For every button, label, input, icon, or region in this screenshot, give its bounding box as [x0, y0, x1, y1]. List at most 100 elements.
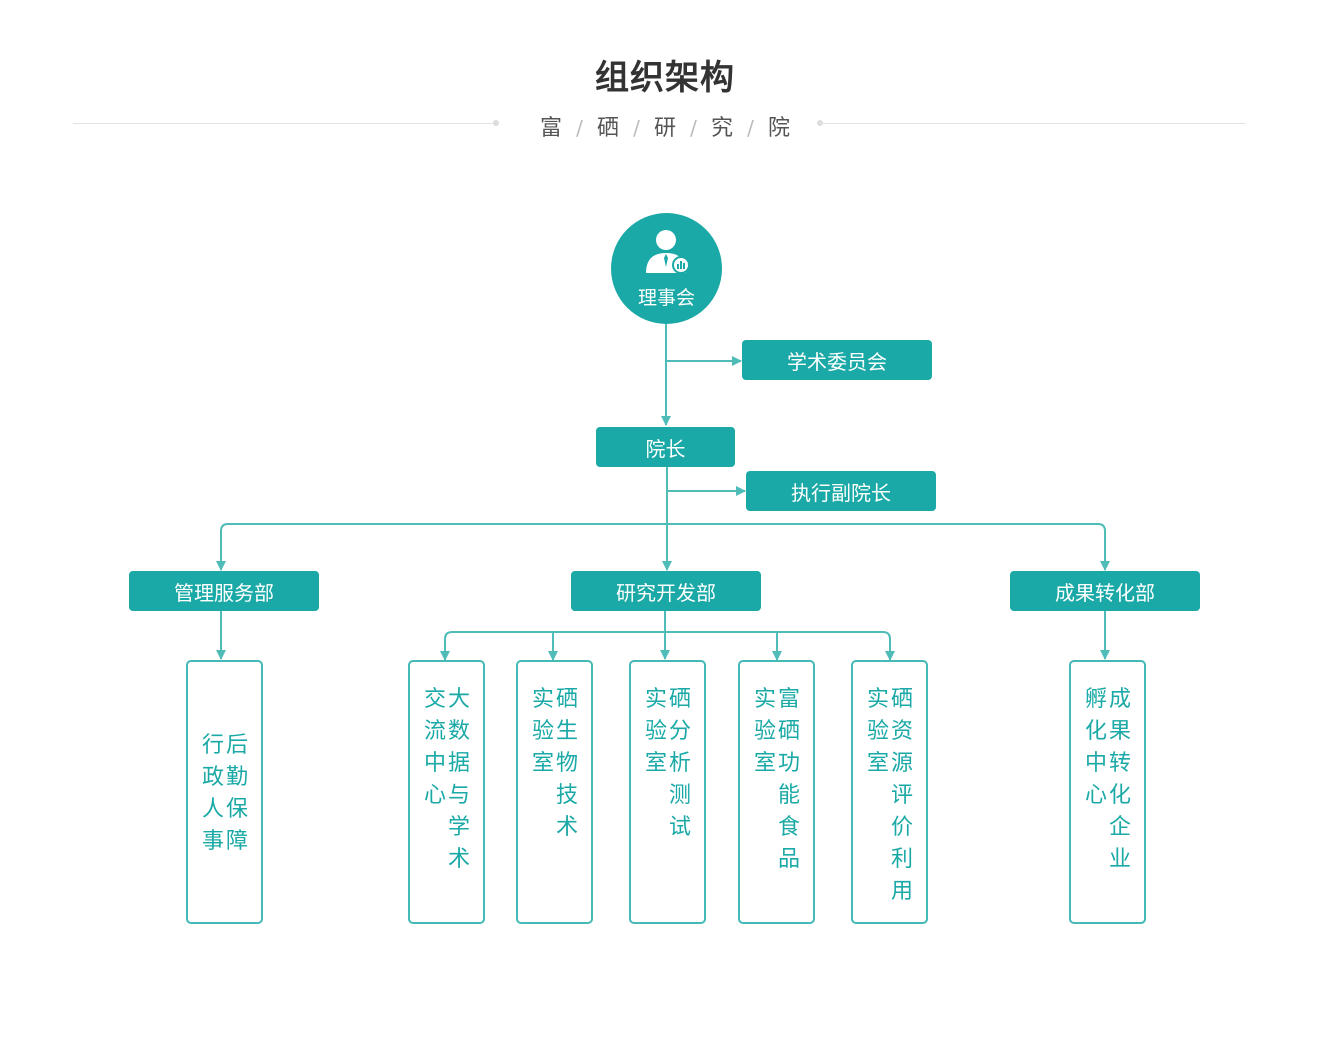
vertical-char: 实: [753, 687, 776, 712]
vertical-char: 果: [1108, 719, 1131, 744]
vertical-text-left: 交流中心: [423, 684, 447, 812]
vertical-text-right: 后勤保障: [225, 730, 249, 858]
subtitle-separator: /: [690, 116, 697, 140]
vertical-text-right: 硒资源评价利用: [890, 684, 914, 908]
vertical-char: 据: [447, 751, 470, 776]
subtitle-divider-right: [820, 123, 1246, 124]
vertical-char: 利: [890, 847, 913, 872]
vertical-text-right: 成果转化企业: [1108, 684, 1132, 876]
vertical-char: 事: [201, 829, 224, 854]
vertical-char: 硒: [555, 687, 578, 712]
academic-committee-box: 学术委员会: [742, 340, 932, 380]
vertical-char: 验: [644, 719, 667, 744]
vertical-char: 孵: [1084, 687, 1107, 712]
vertical-text-left: 孵化中心: [1084, 684, 1108, 812]
vertical-char: 用: [890, 879, 913, 904]
vertical-text-right: 富硒功能食品: [777, 684, 801, 876]
vertical-text-left: 实验室: [531, 684, 555, 780]
testing-unit: 实验室 硒分析测试: [629, 660, 706, 924]
vertical-char: 交: [423, 687, 446, 712]
vertical-char: 分: [668, 719, 691, 744]
transfer-dept-box: 成果转化部: [1010, 571, 1200, 611]
subtitle: 富/硒/研/究/院: [500, 110, 830, 142]
vertical-char: 行: [201, 733, 224, 758]
department-branch-line: [220, 523, 1106, 569]
board-node: 理事会: [611, 213, 722, 324]
lab-branch-line: [444, 631, 891, 658]
vertical-text-right: 硒分析测试: [668, 684, 692, 844]
vertical-char: 验: [753, 719, 776, 744]
vertical-char: 测: [668, 783, 691, 808]
vertical-char: 技: [555, 783, 578, 808]
vertical-text-right: 大数据与学术: [447, 684, 471, 876]
vertical-char: 硒: [890, 687, 913, 712]
vertical-char: 化: [1084, 719, 1107, 744]
vertical-char: 析: [668, 751, 691, 776]
vertical-char: 勤: [225, 765, 248, 790]
subtitle-char: 究: [710, 116, 733, 141]
subtitle-char: 硒: [596, 116, 619, 141]
logistics-unit: 行政人事 后勤保障: [186, 660, 263, 924]
subtitle-separator: /: [633, 116, 640, 140]
subtitle-separator: /: [576, 116, 583, 140]
subtitle-char: 院: [767, 116, 790, 141]
vertical-char: 政: [201, 765, 224, 790]
vertical-char: 心: [423, 783, 446, 808]
vertical-char: 源: [890, 751, 913, 776]
vertical-char: 评: [890, 783, 913, 808]
resource-unit: 实验室 硒资源评价利用: [851, 660, 928, 924]
vertical-char: 能: [777, 783, 800, 808]
vertical-text-left: 实验室: [644, 684, 668, 780]
vertical-char: 室: [644, 751, 667, 776]
vertical-char: 流: [423, 719, 446, 744]
vertical-char: 大: [447, 687, 470, 712]
vertical-char: 价: [890, 815, 913, 840]
vertical-char: 学: [447, 815, 470, 840]
vertical-char: 物: [555, 751, 578, 776]
vertical-char: 食: [777, 815, 800, 840]
vertical-char: 保: [225, 797, 248, 822]
board-label: 理事会: [637, 287, 695, 309]
vertical-char: 品: [777, 847, 800, 872]
vertical-char: 业: [1108, 847, 1131, 872]
vertical-char: 成: [1108, 687, 1131, 712]
vertical-text-left: 实验室: [753, 684, 777, 780]
rnd-dept-box: 研究开发部: [571, 571, 761, 611]
vertical-char: 转: [1108, 751, 1131, 776]
vertical-char: 验: [531, 719, 554, 744]
vertical-char: 障: [225, 829, 248, 854]
person-chart-icon: [646, 230, 690, 274]
vertical-char: 硒: [668, 687, 691, 712]
vertical-char: 实: [644, 687, 667, 712]
vertical-char: 生: [555, 719, 578, 744]
vertical-char: 功: [777, 751, 800, 776]
vertical-char: 化: [1108, 783, 1131, 808]
vertical-char: 中: [1084, 751, 1107, 776]
vertical-char: 术: [447, 847, 470, 872]
subtitle-char: 富: [539, 116, 562, 141]
vertical-char: 试: [668, 815, 691, 840]
subtitle-dot-left: [493, 120, 499, 126]
vertical-char: 实: [866, 687, 889, 712]
incubator-unit: 孵化中心 成果转化企业: [1069, 660, 1146, 924]
vertical-char: 人: [201, 797, 224, 822]
subtitle-char: 研: [653, 116, 676, 141]
vertical-char: 室: [753, 751, 776, 776]
vertical-char: 术: [555, 815, 578, 840]
food-unit: 实验室 富硒功能食品: [738, 660, 815, 924]
page-title: 组织架构: [595, 58, 735, 98]
vertical-char: 室: [866, 751, 889, 776]
bigdata-unit: 交流中心 大数据与学术: [408, 660, 485, 924]
vertical-char: 验: [866, 719, 889, 744]
vertical-char: 资: [890, 719, 913, 744]
vertical-char: 硒: [777, 719, 800, 744]
vertical-char: 企: [1108, 815, 1131, 840]
admin-dept-box: 管理服务部: [129, 571, 319, 611]
vertical-text-left: 行政人事: [201, 730, 225, 858]
vertical-char: 中: [423, 751, 446, 776]
vertical-char: 数: [447, 719, 470, 744]
vertical-char: 实: [531, 687, 554, 712]
vertical-char: 后: [225, 733, 248, 758]
vertical-char: 与: [447, 783, 470, 808]
